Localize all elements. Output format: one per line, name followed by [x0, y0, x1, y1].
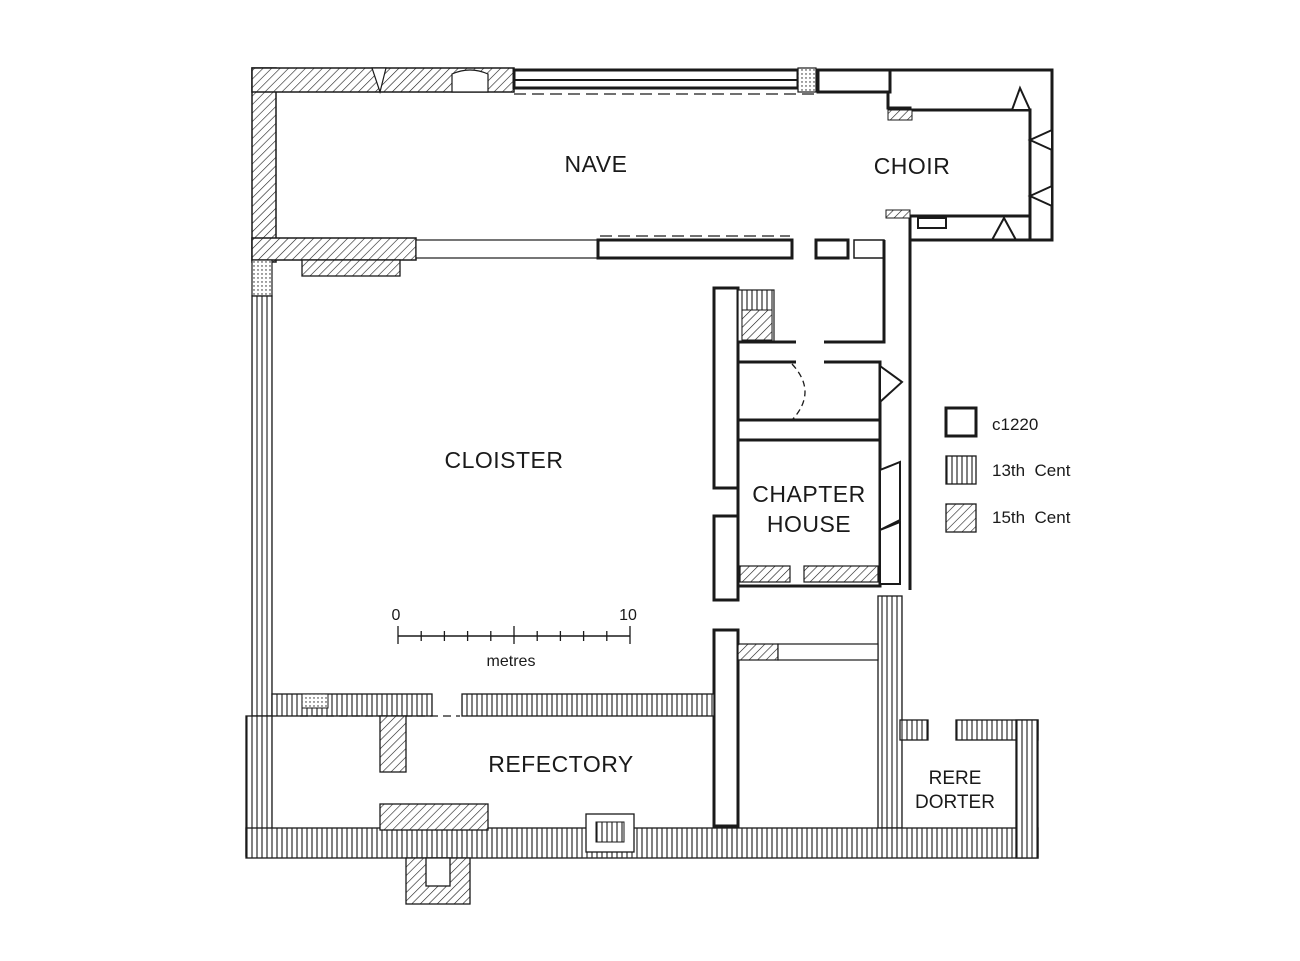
choir-south-wall: [908, 214, 1030, 242]
legend-label-15th-cent: 15th Cent: [992, 508, 1071, 527]
room-label-cloister: CLOISTER: [444, 447, 563, 473]
choir-east-window-4: [990, 215, 1018, 241]
refectory-range: [245, 693, 1039, 905]
nave-north-doorway: [451, 69, 489, 93]
rere-dorter-range: [899, 719, 1039, 859]
room-label-rere-dorter-1: RERE: [929, 768, 982, 789]
rere-dorter-west-wall: [899, 719, 929, 741]
legend-swatch-c1220: [944, 406, 978, 438]
cloister-range: [251, 240, 912, 829]
legend-label-c1220: c1220: [992, 415, 1038, 434]
choir-east-window-2: [1027, 128, 1053, 152]
east-range-west-wall-2: [712, 514, 740, 602]
chapter-house-screen-2: [803, 565, 879, 583]
cloister-west-wall: [251, 295, 273, 717]
chapter-house-east-buttress-1: [879, 460, 901, 532]
slype-door-arc: [791, 363, 806, 421]
room-label-nave: NAVE: [565, 151, 628, 177]
choir-south-patch: [885, 209, 911, 219]
choir-north-patch: [887, 109, 913, 121]
east-range-stair-patch: [741, 309, 773, 341]
legend-swatch-15th-cent: [945, 503, 977, 533]
slype-east-buttress: [879, 364, 904, 405]
refectory-south-wall: [245, 827, 1039, 859]
undercroft-partition: [777, 643, 879, 661]
cloister-west-corner: [251, 259, 273, 297]
choir-north-step: [888, 68, 1054, 88]
chapter-house-east-buttress-2: [879, 520, 901, 585]
choir-east-window-1: [1010, 85, 1032, 111]
east-range-west-wall-1: [712, 286, 740, 490]
nave-south-pier-1: [814, 238, 850, 260]
east-range-outer-wall: [882, 240, 912, 590]
legend-label-13th-cent: 13th Cent: [992, 461, 1071, 480]
nave-north-buttress: [797, 67, 817, 93]
room-label-chapter-house-2: HOUSE: [767, 511, 851, 537]
refectory-fireplace: [379, 803, 489, 831]
scale-end-label: 10: [619, 607, 637, 624]
legend: c1220 13th Cent 15th Cent: [944, 406, 1071, 533]
scale-bar: 0 10 metres: [392, 607, 637, 670]
church-west-wall: [251, 67, 277, 263]
nave-south-wall-open: [415, 239, 599, 259]
refectory-pulpit: [379, 715, 407, 773]
choir-south-piece: [917, 217, 947, 229]
slype-walls: [738, 240, 886, 442]
room-label-refectory: REFECTORY: [488, 751, 634, 777]
church: [251, 67, 1054, 277]
refectory-north-wall-east: [461, 693, 715, 717]
refectory-north-wall-west: [271, 693, 433, 717]
scale-ticks: [397, 626, 631, 644]
choir-east-wall: [1028, 70, 1054, 242]
scale-start-label: 0: [392, 607, 401, 624]
legend-swatch-13th-cent: [945, 455, 977, 485]
room-label-choir: CHOIR: [874, 153, 951, 179]
choir-north-return: [886, 92, 1032, 216]
chapter-house-screen-1: [739, 565, 791, 583]
refectory-garderobe-pit: [425, 857, 451, 887]
room-label-rere-dorter-2: DORTER: [915, 792, 995, 813]
room-labels: NAVE CHOIR CLOISTER CHAPTER HOUSE REFECT…: [444, 151, 994, 813]
undercroft-partition-15th: [737, 643, 779, 661]
scale-unit-label: metres: [487, 653, 536, 670]
nave-south-pier-2: [853, 239, 885, 259]
choir-east-window-3: [1027, 184, 1053, 208]
choir-north-wall: [816, 68, 892, 94]
east-range-outer-wall-13th: [877, 595, 903, 829]
cloister-north-walk: [301, 259, 401, 277]
nave-south-wall-west: [251, 237, 417, 261]
nave-window-notch: [371, 67, 387, 95]
east-range-west-wall-3: [712, 628, 740, 828]
refectory-north-door-patch: [301, 693, 329, 709]
refectory-drain-inner: [595, 821, 625, 843]
nave-south-wall-1220: [596, 238, 794, 260]
rere-dorter-east-wall: [1015, 719, 1039, 859]
room-label-chapter-house-1: CHAPTER: [752, 481, 865, 507]
